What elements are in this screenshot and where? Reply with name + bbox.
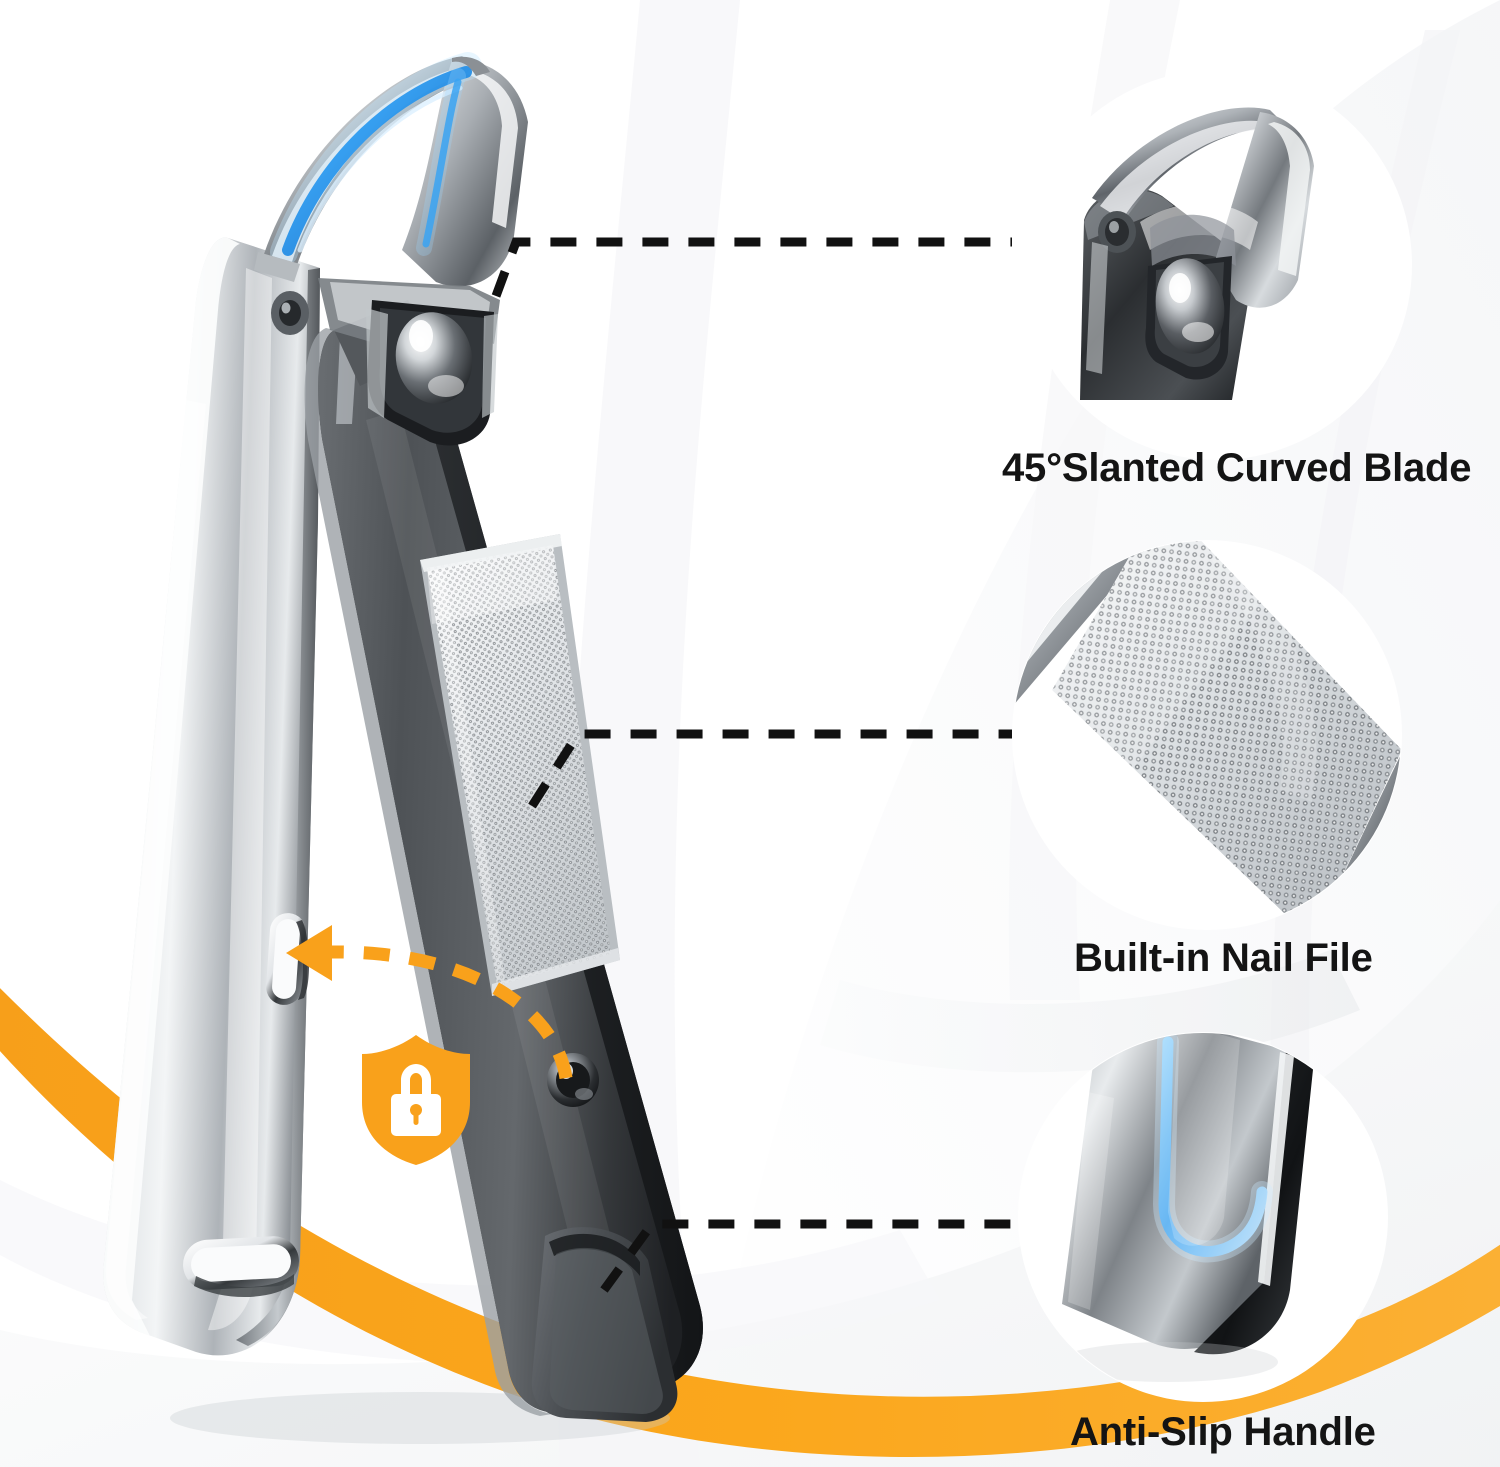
- lower-blade-jaw: [318, 278, 500, 446]
- nail-file-panel: [420, 534, 620, 996]
- keyring-slot: [183, 1236, 299, 1298]
- rear-dark-handle: [304, 300, 703, 1422]
- callout-circle-handle: [1018, 1032, 1388, 1402]
- leader-line-handle: [600, 1219, 1012, 1293]
- feature-label-blade: 45°Slanted Curved Blade: [1002, 446, 1472, 490]
- callout-circle-nail-file: [1012, 540, 1402, 930]
- anti-slip-handle-closeup: [1019, 1033, 1387, 1401]
- thumb-rest-grip: [531, 1227, 678, 1422]
- lock-slot: [266, 913, 310, 1005]
- padlock-icon: [391, 1064, 441, 1136]
- curved-blade-closeup: [1023, 71, 1411, 459]
- front-silver-handle: [103, 237, 320, 1356]
- pivot-screw: [547, 1053, 599, 1107]
- shield-lock-badge: [362, 1035, 470, 1165]
- feature-label-handle: Anti-Slip Handle: [1070, 1410, 1376, 1454]
- upper-curved-blade: [254, 52, 528, 287]
- nail-file-texture-closeup: [1013, 541, 1401, 929]
- leader-line-blade: [491, 237, 1012, 298]
- callout-circle-blade: [1022, 70, 1412, 460]
- leader-line-file: [528, 729, 1012, 809]
- feature-label-file: Built-in Nail File: [1074, 936, 1373, 980]
